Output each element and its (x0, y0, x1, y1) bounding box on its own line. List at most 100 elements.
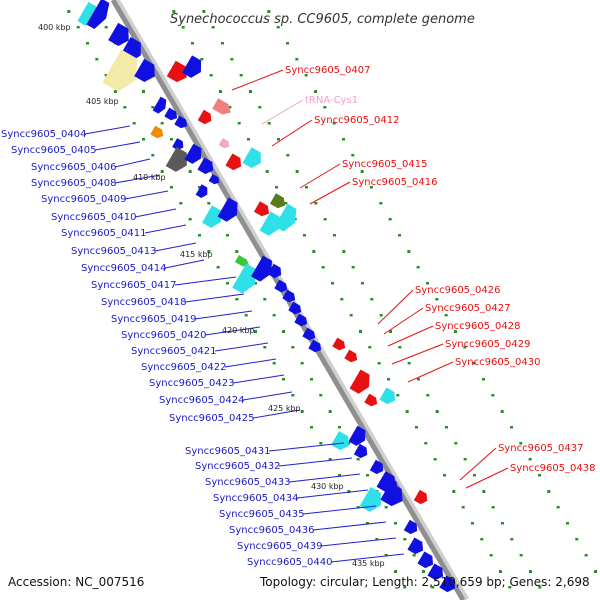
gene-feature (369, 459, 384, 475)
gene-label-left: Syncc9605_0423 (149, 378, 235, 389)
gene-feature (259, 211, 280, 236)
scale-tick (253, 282, 257, 285)
scale-tick (538, 586, 542, 589)
scale-tick (414, 426, 418, 429)
scale-tick (435, 410, 439, 413)
scale-tick (472, 362, 476, 365)
gene-feature (353, 443, 368, 459)
scale-tick (360, 170, 364, 173)
label-leader (164, 259, 205, 269)
gene-feature (108, 22, 129, 47)
scale-tick (104, 74, 108, 77)
label-leader (299, 163, 341, 189)
gene-feature (202, 205, 222, 228)
scale-tick (267, 122, 271, 125)
scale-tick (356, 506, 360, 509)
gene-labels: Syncc9605_0404Syncc9605_0405Syncc9605_04… (1, 65, 596, 568)
scale-tick (340, 298, 344, 301)
gene-label-right: Syncc9605_0407 (285, 65, 371, 76)
label-leader (387, 325, 434, 347)
label-leader (154, 242, 197, 252)
scale-tick (416, 378, 420, 381)
label-leader (204, 326, 261, 336)
scale-label: 415 kbp (180, 250, 213, 259)
gene-feature (218, 138, 230, 149)
label-leader (144, 224, 187, 234)
gene-label-left: Syncc9605_0425 (169, 413, 255, 424)
label-leader (309, 181, 351, 205)
gene-feature (232, 263, 257, 294)
scale-tick (500, 410, 504, 413)
gene-feature (174, 115, 188, 129)
scale-tick (263, 346, 267, 349)
scale-tick (424, 442, 428, 445)
scale-tick (379, 202, 383, 205)
label-leader (174, 276, 237, 286)
scale-tick (393, 570, 397, 573)
scale-tick (151, 154, 155, 157)
scale-tick (510, 538, 514, 541)
scale-tick (463, 458, 467, 461)
scale-tick (341, 138, 345, 141)
scale-tick (230, 58, 234, 61)
gene-feature (403, 519, 418, 535)
label-leader (124, 190, 169, 200)
gene-label-left: Syncc9605_0436 (229, 525, 315, 536)
scale-tick (349, 314, 353, 317)
scale-tick (211, 26, 215, 29)
label-leaders (84, 69, 509, 563)
gene-feature (225, 153, 242, 171)
gene-features (77, 0, 456, 593)
scale-tick (284, 202, 288, 205)
label-leader (383, 307, 424, 335)
scale-tick (272, 314, 276, 317)
scale-tick (461, 506, 465, 509)
scale-tick (500, 522, 504, 525)
gene-feature (172, 138, 184, 151)
gene-feature (344, 349, 358, 363)
scale-tick (356, 458, 360, 461)
gene-label-right: Syncc9605_0438 (510, 463, 596, 474)
label-leader (114, 158, 151, 168)
gene-feature (282, 289, 296, 303)
scale-tick (332, 122, 336, 125)
scale-tick (365, 474, 369, 477)
scale-tick (265, 170, 269, 173)
scale-tick (132, 122, 136, 125)
gene-feature (308, 339, 322, 353)
scale-tick (304, 186, 308, 189)
label-leader (391, 343, 444, 365)
scale-tick (398, 346, 402, 349)
scale-tick (207, 202, 211, 205)
gene-feature (359, 486, 381, 512)
scale-tick (508, 586, 512, 589)
scale-tick (377, 362, 381, 365)
gene-label-right: Syncc9605_0429 (445, 339, 531, 350)
gene-feature (349, 369, 370, 394)
scale-tick (302, 234, 306, 237)
scale-tick (328, 458, 332, 461)
label-leader (465, 467, 509, 489)
label-leader (459, 447, 497, 481)
scale-tick (498, 570, 502, 573)
scale-tick (360, 282, 364, 285)
label-leader (261, 99, 304, 125)
gene-label-left: Syncc9605_0440 (247, 557, 333, 568)
scale-tick (235, 298, 239, 301)
scale-tick (421, 570, 425, 573)
scale-tick (519, 442, 523, 445)
gene-feature (102, 49, 138, 92)
scale-tick (263, 298, 267, 301)
gene-label-left: Syncc9605_0432 (195, 461, 281, 472)
scale-tick (169, 138, 173, 141)
scale-tick (291, 346, 295, 349)
gene-label-left: Syncc9605_0418 (101, 297, 187, 308)
gene-label-left: Syncc9605_0422 (141, 362, 227, 373)
gene-feature (197, 109, 212, 125)
gene-feature (195, 184, 208, 198)
scale-tick (393, 522, 397, 525)
scale-tick (104, 26, 108, 29)
scale-tick (281, 378, 285, 381)
